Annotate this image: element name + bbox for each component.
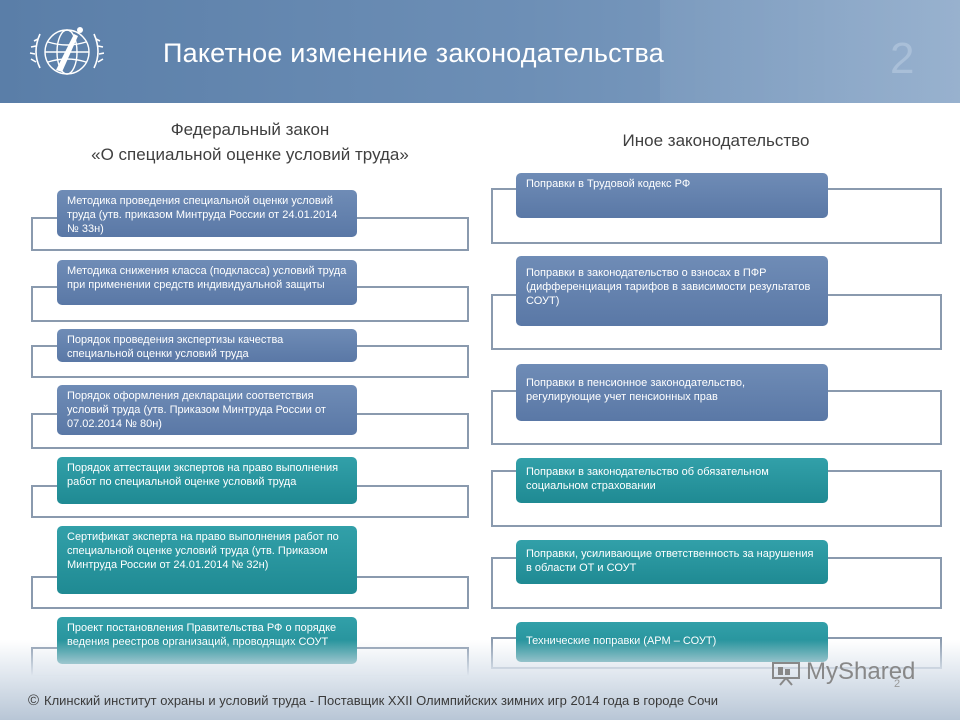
watermark-text: MyShared [806,658,915,686]
left-item-box: Порядок аттестации экспертов на право вы… [57,457,357,504]
globe-logo-icon [29,27,104,75]
left-item-box: Порядок оформления декларации соответств… [57,385,357,435]
left-heading-line1: Федеральный закон [170,120,330,139]
header-bar [0,0,960,103]
left-item-text: Сертификат эксперта на право выполнения … [67,531,339,571]
left-item-text: Порядок оформления декларации соответств… [67,390,326,430]
right-item-box: Поправки в пенсионное законодательство, … [516,364,828,421]
footer-text: Клинский институт охраны и условий труда… [44,693,719,708]
right-item-box: Поправки в законодательство о взносах в … [516,256,828,326]
right-column-heading: Иное законодательство [622,131,810,150]
left-item-box: Методика проведения специальной оценки у… [57,190,357,237]
left-heading-line2: «О специальной оценке условий труда» [91,145,409,164]
footer-background [0,640,960,720]
footer-page-number: 2 [894,678,901,690]
slide-number: 2 [890,34,915,83]
right-item-box: Поправки в Трудовой кодекс РФ [516,173,828,218]
copyright-icon: © [28,692,40,709]
right-item-text: Поправки в пенсионное законодательство, … [526,377,746,403]
right-item-box: Поправки в законодательство об обязатель… [516,458,828,503]
header-accent-panel [660,0,960,103]
right-item-text: Поправки в законодательство об обязатель… [526,466,769,492]
watermark-label: MyShared [806,658,916,685]
left-column-heading: Федеральный закон «О специальной оценке … [30,117,470,167]
presentation-board-icon [772,662,800,686]
left-item-text: Методика снижения класса (подкласса) усл… [67,265,347,291]
left-item-text: Порядок проведения экспертизы качества с… [67,334,284,360]
left-item-text: Методика проведения специальной оценки у… [67,195,338,235]
page-title: Пакетное изменение законодательства [163,38,664,68]
right-item-box: Поправки, усиливающие ответственность за… [516,540,828,584]
left-item-box: Порядок проведения экспертизы качества с… [57,329,357,362]
right-item-text: Поправки в Трудовой кодекс РФ [526,178,691,190]
left-item-box: Сертификат эксперта на право выполнения … [57,526,357,594]
right-item-text: Поправки в законодательство о взносах в … [526,267,811,307]
left-item-text: Порядок аттестации экспертов на право вы… [67,462,339,488]
right-item-text: Поправки, усиливающие ответственность за… [526,548,814,574]
left-item-box: Методика снижения класса (подкласса) усл… [57,260,357,305]
